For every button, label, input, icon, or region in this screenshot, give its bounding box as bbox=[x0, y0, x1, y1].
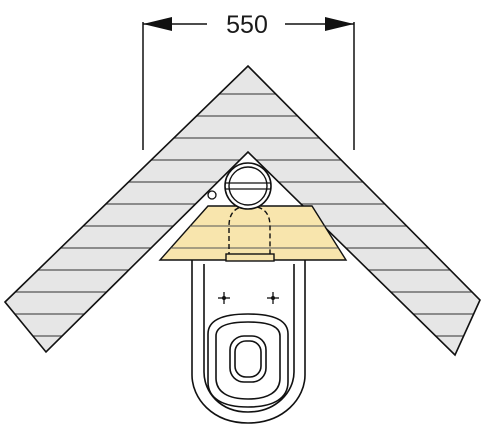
hidden-cistern-outline bbox=[228, 205, 271, 257]
small-hole-icon bbox=[207, 190, 217, 200]
arrow-right-icon bbox=[325, 17, 354, 31]
dimension-label: 550 bbox=[226, 11, 268, 39]
dimension-annotation bbox=[142, 17, 355, 150]
toilet-pan bbox=[191, 260, 306, 424]
fixing-cross-icon bbox=[267, 292, 279, 304]
fixing-cross-icon bbox=[218, 292, 230, 304]
arrow-left-icon bbox=[143, 17, 172, 31]
pan-connector bbox=[225, 253, 275, 262]
pipe-circle-icon bbox=[224, 162, 272, 210]
